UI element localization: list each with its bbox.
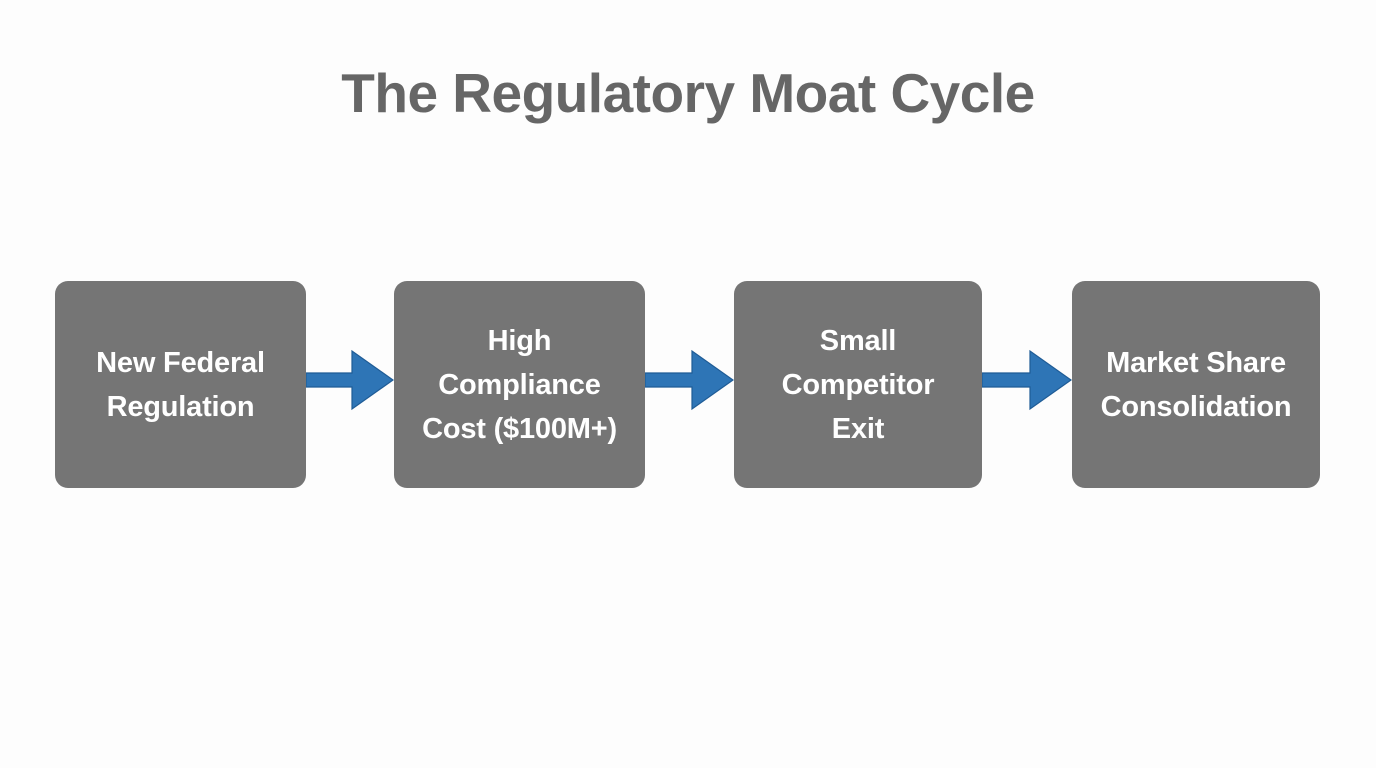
flow-node-label: New Federal Regulation (96, 346, 265, 423)
flow-node-label: Small Competitor Exit (781, 324, 935, 445)
arrow-right-icon-3 (982, 338, 1072, 422)
flow-node-new-federal-regulation[interactable]: New Federal Regulation (55, 281, 306, 488)
page-title: The Regulatory Moat Cycle (341, 62, 1035, 124)
flow-node-market-share-consolidation[interactable]: Market Share Consolidation (1072, 281, 1320, 488)
flow-node-label: High Compliance Cost ($100M+) (422, 324, 617, 445)
process-flow-diagram: New Federal Regulation High Compliance C… (0, 281, 1376, 488)
flow-node-high-compliance-cost[interactable]: High Compliance Cost ($100M+) (394, 281, 645, 488)
flow-node-label: Market Share Consolidation (1100, 346, 1292, 423)
arrow-right-icon-2 (645, 338, 734, 422)
arrow-right-icon-1 (306, 338, 394, 422)
flow-node-small-competitor-exit[interactable]: Small Competitor Exit (734, 281, 982, 488)
